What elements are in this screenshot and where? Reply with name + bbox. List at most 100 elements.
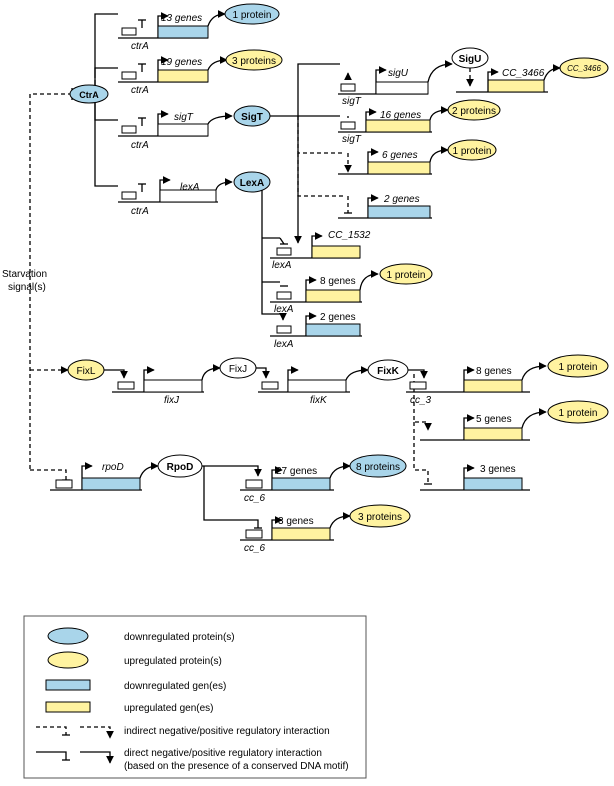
rpod-label: RpoD	[167, 462, 194, 473]
lexa-protein-node	[233, 171, 271, 193]
lexa-label: LexA	[240, 178, 264, 189]
operon-ctra-lexa: lexA ctrA	[118, 176, 233, 217]
product-node	[447, 139, 497, 161]
promoter-label: ctrA	[131, 41, 149, 52]
product-node	[379, 263, 433, 285]
promoter-label: cc_6	[244, 493, 266, 504]
gene-label: 2 genes	[320, 312, 356, 323]
gene-label: lexA	[180, 182, 200, 193]
promoter-label: lexA	[274, 304, 294, 315]
operon-rpod-27: 27 genes cc_6 8 proteins	[240, 454, 407, 504]
operon-ctra-13: 13 genes ctrA 1 protein	[118, 3, 280, 52]
product-label: 3 proteins	[358, 512, 402, 523]
fixk-label: FixK	[377, 366, 399, 377]
product-label: 3 proteins	[232, 56, 276, 67]
rpod-branches	[202, 465, 262, 529]
sigt-branches	[270, 63, 345, 244]
fixl-label: FixL	[77, 366, 96, 377]
legend-up-gene-swatch	[45, 701, 91, 713]
product-label: 2 proteins	[452, 106, 496, 117]
operon-sigu-cc3466: CC_3466 CC_3466	[456, 57, 609, 93]
operon-sigt-2: 2 genes	[338, 194, 432, 219]
product-node	[559, 57, 609, 79]
product-node	[224, 3, 280, 25]
ctra-protein-node	[69, 84, 109, 104]
legend-frame	[23, 615, 367, 779]
promoter-label: sigT	[342, 134, 362, 145]
sigt-label: SigT	[241, 112, 263, 123]
legend-indirect-label: indirect negative/positive regulatory in…	[124, 726, 330, 737]
gene-label: 3 genes	[480, 464, 516, 475]
operon-fixj: fixJ	[104, 364, 221, 406]
legend-indirect-swatch	[36, 726, 114, 739]
product-node	[447, 99, 501, 121]
gene-label: 27 genes	[276, 466, 317, 477]
gene-label: fixJ	[164, 395, 180, 406]
gene-label: 8 genes	[476, 366, 512, 377]
gene-label: sigT	[174, 112, 194, 123]
legend: downregulated protein(s) upregulated pro…	[23, 615, 367, 779]
legend-down-gene-swatch	[45, 679, 91, 691]
starvation-signal-label-2: signal(s)	[8, 282, 46, 293]
product-label: 1 protein	[453, 146, 492, 157]
gene-label: 2 genes	[383, 194, 420, 205]
operon-lexa-cc1532: CC_1532 lexA	[270, 230, 371, 271]
gene-label: 19 genes	[161, 57, 202, 68]
lexa-branches	[261, 190, 280, 315]
operon-fixk-5: 5 genes 1 protein	[420, 400, 609, 441]
operon-rpod-3: 3 genes cc_6 3 proteins	[240, 504, 411, 554]
promoter-label: ctrA	[131, 85, 149, 96]
product-node	[547, 400, 609, 424]
gene-label: 5 genes	[476, 414, 512, 425]
operon-lexa-8: 8 genes lexA 1 protein	[270, 263, 433, 315]
gene-label: rpoD	[102, 462, 124, 473]
promoter-label: cc_6	[244, 543, 266, 554]
operon-lexa-2: 2 genes lexA	[270, 312, 362, 350]
operon-sigt-sigu: sigU sigT	[338, 60, 453, 107]
fixk-branches	[408, 369, 432, 485]
product-label: CC_3466	[567, 64, 601, 73]
gene-label: CC_1532	[328, 230, 371, 241]
legend-up-protein-swatch	[47, 651, 89, 669]
fixj-label: FixJ	[229, 364, 247, 375]
gene-label: 16 genes	[380, 110, 421, 121]
operon-fixk-8: 8 genes cc_3 1 protein	[406, 354, 609, 406]
operon-fixk: fixK	[256, 366, 369, 406]
legend-direct-label-2: (based on the presence of a conserved DN…	[124, 761, 349, 772]
promoter-label: ctrA	[131, 206, 149, 217]
legend-down-protein-label: downregulated protein(s)	[124, 632, 235, 643]
operon-sigt-6: 6 genes 1 protein	[338, 139, 497, 175]
operon-sigt-16: 16 genes sigT 2 proteins	[338, 99, 501, 145]
product-label: 1 protein	[559, 408, 598, 419]
promoter-label: sigT	[342, 96, 362, 107]
gene-label: CC_3466	[502, 68, 545, 79]
product-node	[349, 504, 411, 528]
legend-direct-label: direct negative/positive regulatory inte…	[124, 748, 322, 759]
gene-label: 6 genes	[382, 150, 418, 161]
legend-direct-swatch	[36, 751, 114, 764]
product-label: 1 protein	[233, 10, 272, 21]
product-node	[349, 454, 407, 478]
legend-up-gene-label: upregulated gen(es)	[124, 703, 214, 714]
legend-down-gene-label: downregulated gen(es)	[124, 681, 226, 692]
operon-rpod: rpoD	[30, 462, 159, 491]
sigu-label: SigU	[459, 54, 482, 65]
legend-up-protein-label: upregulated protein(s)	[124, 656, 222, 667]
promoter-label: lexA	[272, 260, 292, 271]
operon-ctra-19: 19 genes ctrA 3 proteins	[118, 49, 283, 96]
operon-ctra-sigt: sigT ctrA	[118, 110, 233, 151]
product-label: 1 protein	[559, 362, 598, 373]
promoter-label: ctrA	[131, 140, 149, 151]
promoter-label: lexA	[274, 339, 294, 350]
legend-down-protein-swatch	[47, 627, 89, 645]
starvation-signal-label: Starvation	[2, 269, 47, 280]
product-node	[547, 354, 609, 378]
gene-label: fixK	[310, 395, 328, 406]
product-label: 8 proteins	[356, 462, 400, 473]
ctra-label: CtrA	[79, 90, 99, 100]
gene-label: 3 genes	[278, 516, 314, 527]
promoter-label: cc_3	[410, 395, 432, 406]
ctra-branches	[29, 13, 118, 470]
gene-label: 13 genes	[161, 13, 202, 24]
